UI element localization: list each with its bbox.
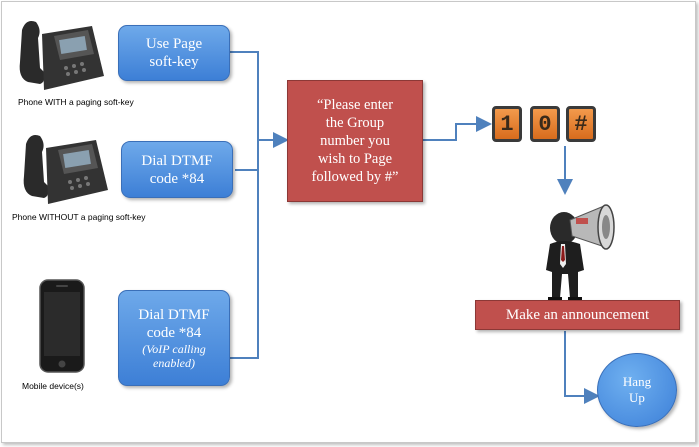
action-note: enabled) <box>153 356 195 370</box>
desk-phone-icon <box>19 21 104 90</box>
mobile-caption: Mobile device(s) <box>22 381 84 391</box>
desk-phone-icon <box>23 135 108 204</box>
keypad-key-1: 1 <box>492 106 522 142</box>
prompt-line: number you <box>320 133 390 149</box>
hang-up-circle: Hang Up <box>597 353 677 427</box>
arrow-to-hangup <box>564 331 600 404</box>
prompt-line: followed by #” <box>311 169 399 185</box>
smartphone-icon <box>39 279 85 373</box>
prompt-line: the Group <box>325 115 385 131</box>
prompt-line: wish to Page <box>317 151 393 167</box>
make-announcement-box: Make an announcement <box>475 300 680 330</box>
action-line: code *84 <box>149 170 205 187</box>
keypad-key-hash: # <box>566 106 596 142</box>
arrow-to-keys <box>423 116 492 141</box>
action-line: Use Page <box>145 36 203 52</box>
keypad-key-0: 0 <box>530 106 560 142</box>
phone-caption: Phone WITH a paging soft-key <box>18 97 134 107</box>
action-line: Dial DTMF <box>138 307 210 323</box>
action-line: code *84 <box>146 325 202 341</box>
use-page-softkey-box: Use Page soft-key <box>118 25 230 81</box>
hangup-line: Up <box>629 390 645 405</box>
action-line: soft-key <box>149 54 199 70</box>
hangup-line: Hang <box>622 374 652 389</box>
connector-bracket <box>230 51 259 359</box>
dial-dtmf-voip-box: Dial DTMF code *84 (VoIP calling enabled… <box>118 290 230 386</box>
dial-dtmf-box: Dial DTMF code *84 <box>121 141 233 198</box>
action-line: Dial DTMF <box>141 152 213 169</box>
action-note: (VoIP calling <box>142 342 206 356</box>
phone-caption: Phone WITHOUT a paging soft-key <box>12 212 146 222</box>
megaphone-person-icon <box>546 204 615 300</box>
prompt-line: “Please enter <box>316 97 394 113</box>
enter-group-prompt-box: “Please enter the Group number you wish … <box>287 80 423 202</box>
